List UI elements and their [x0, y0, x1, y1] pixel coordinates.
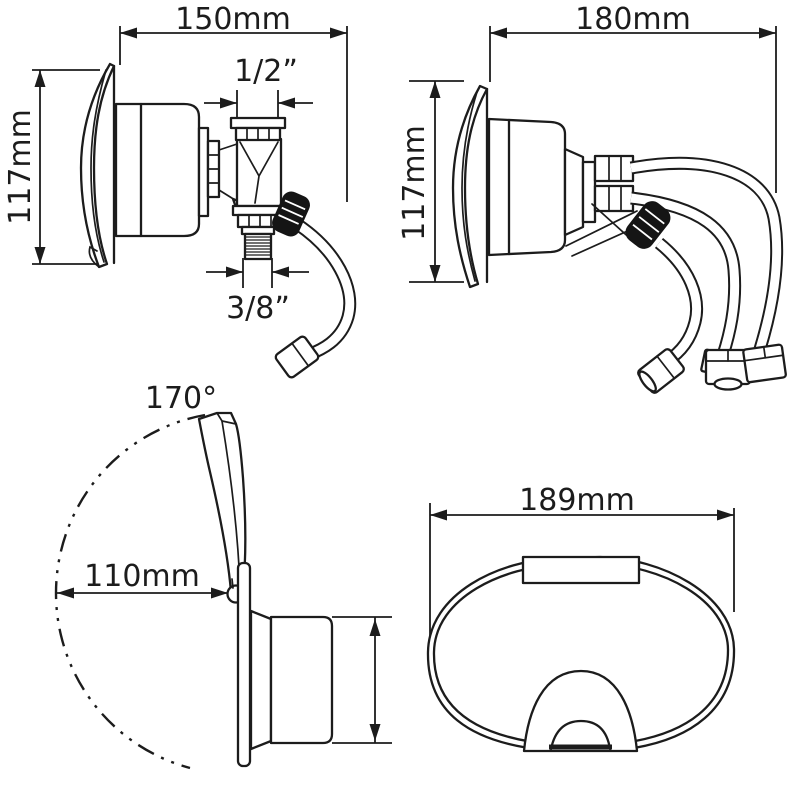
cover-small-arch — [549, 719, 612, 751]
cover-hinge-tab — [521, 555, 641, 585]
hose-end-fitting — [274, 335, 320, 379]
dim-width-150: 150mm — [119, 2, 348, 202]
swing-arc — [54, 413, 206, 770]
hose-end-connector-middle — [704, 348, 752, 391]
faceplate-inner-curve — [90, 69, 107, 263]
dim-arrowhead — [34, 70, 46, 87]
shower-unit-hoses-side — [451, 84, 787, 394]
dim-width-189: 189mm — [429, 483, 735, 652]
hose-top — [629, 156, 784, 351]
dim-thread-three-eighth: 3/8” — [206, 258, 309, 326]
faceplate-outline — [451, 84, 489, 289]
locking-knob — [272, 191, 310, 237]
dim-thread-half-inch: 1/2” — [204, 54, 313, 123]
outlet-collar — [563, 147, 585, 237]
width-label: 150mm — [175, 2, 291, 37]
connector-plate — [197, 126, 210, 218]
reach-label: 110mm — [84, 559, 200, 594]
shower-unit-side — [79, 62, 357, 379]
view-side-valve: 150mm 117mm 1/2” — [3, 2, 357, 379]
dim-reach-110: 110mm — [57, 559, 228, 599]
dim-height-unlabeled — [332, 616, 392, 744]
dim-arrowhead — [330, 27, 347, 39]
view-front-cover: 189mm — [426, 483, 736, 753]
bracket-arm — [565, 210, 638, 247]
valve-vee — [239, 141, 279, 204]
top-thread-label: 1/2” — [234, 54, 298, 89]
dim-arrowhead — [34, 247, 46, 264]
height-label: 117mm — [3, 109, 38, 225]
housing-box — [269, 615, 334, 745]
recessed-housing — [236, 561, 334, 768]
dim-arrowhead — [429, 265, 441, 282]
hose-end-connector-top — [742, 343, 787, 384]
dim-arrowhead — [429, 81, 441, 98]
housing-flange — [249, 609, 273, 751]
dim-arrowhead — [278, 97, 295, 109]
dim-height-117: 117mm — [3, 69, 100, 265]
dim-arrowhead — [717, 509, 734, 521]
dim-height-117: 117mm — [397, 80, 464, 283]
nipple-thread-hatch — [246, 236, 270, 256]
faceplate-inner-curve — [461, 91, 478, 282]
outlet-plate — [581, 160, 597, 224]
dim-arrowhead — [430, 509, 447, 521]
cover-arch-cutout — [522, 669, 639, 753]
cover-front — [426, 555, 736, 753]
height-label: 117mm — [397, 125, 432, 241]
view-side-hoses: 180mm 117mm — [397, 2, 787, 394]
dim-arrowhead — [120, 27, 137, 39]
body-drum — [114, 102, 201, 238]
dim-arrowhead — [490, 27, 507, 39]
angle-label: 170° — [145, 381, 217, 416]
hose-end-fitting-shower — [637, 348, 685, 394]
locking-knob — [625, 201, 671, 249]
dim-width-180: 180mm — [489, 2, 777, 193]
wall-plate — [236, 561, 252, 768]
dim-arrowhead — [369, 724, 381, 741]
lid-notch — [216, 412, 237, 425]
dim-arrowhead — [369, 619, 381, 636]
dim-arrowhead — [220, 97, 237, 109]
dim-arrowhead — [226, 266, 243, 278]
width-label: 180mm — [575, 2, 691, 37]
hose-fitting-stack-middle — [593, 184, 635, 213]
dim-arrowhead — [211, 587, 228, 599]
view-lid-open: 170° 110mm — [54, 381, 392, 770]
top-flange — [229, 116, 287, 130]
faceplate-outline — [79, 62, 116, 269]
width-label: 189mm — [519, 483, 635, 518]
bottom-thread-label: 3/8” — [226, 291, 290, 326]
body-drum — [487, 117, 567, 257]
hose-fitting-stack-top — [593, 154, 635, 183]
dim-arrowhead — [759, 27, 776, 39]
dim-arrowhead — [57, 587, 74, 599]
dim-arrowhead — [272, 266, 289, 278]
faceplate-bottom-fold — [88, 245, 100, 268]
